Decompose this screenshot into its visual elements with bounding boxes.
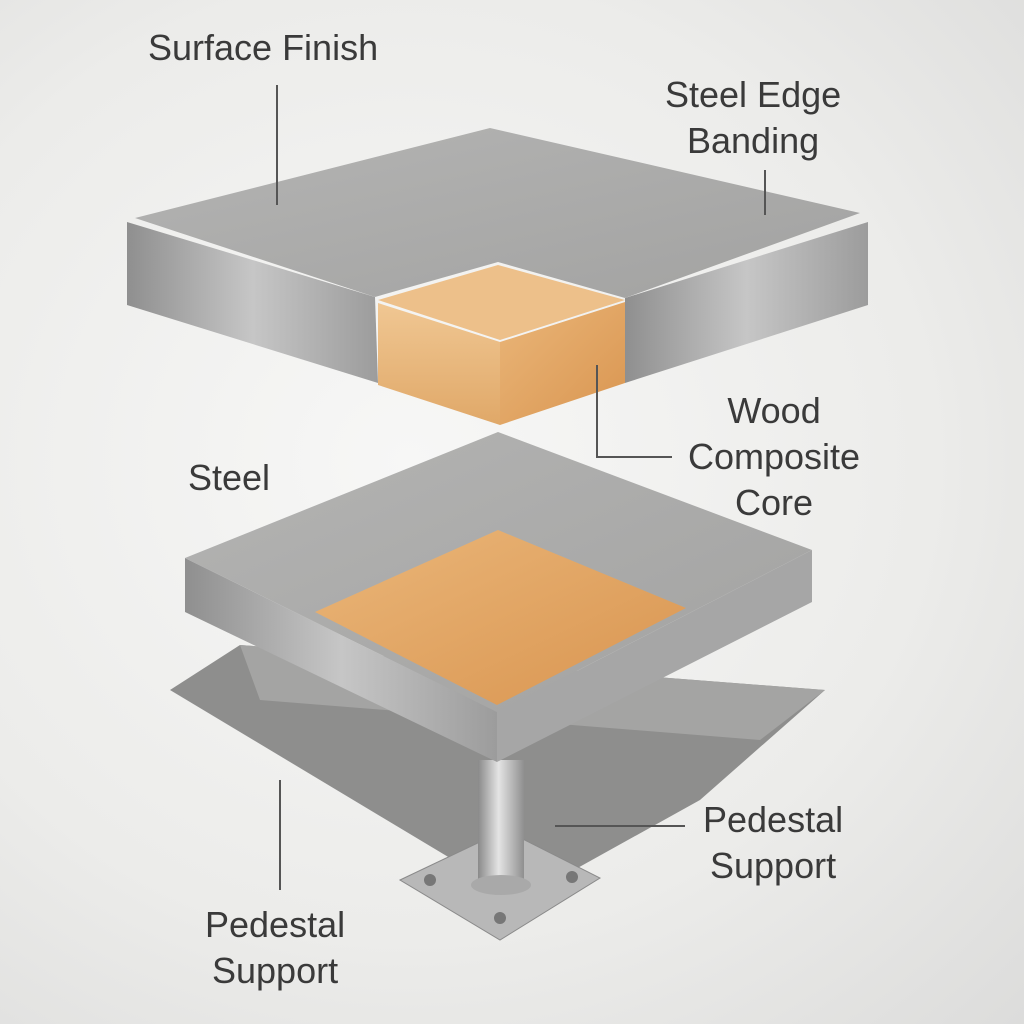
label-steel: Steel bbox=[188, 457, 271, 498]
label-line: Banding bbox=[687, 120, 820, 161]
label-line: Support bbox=[212, 950, 339, 991]
label-line: Steel Edge bbox=[665, 74, 842, 115]
wood-core-right-face bbox=[500, 302, 625, 425]
pedestal bbox=[398, 760, 602, 941]
wood-core-left-face bbox=[378, 303, 500, 425]
pedestal-column bbox=[478, 760, 524, 885]
bolt-hole bbox=[424, 874, 436, 886]
panel-left-edge bbox=[127, 222, 378, 383]
label-wood-composite-core: Wood Composite Core bbox=[688, 388, 860, 526]
label-line: Support bbox=[710, 845, 837, 886]
pedestal-column-base bbox=[471, 875, 531, 895]
tray-left-side bbox=[185, 558, 497, 762]
label-line: Core bbox=[735, 482, 814, 523]
label-steel-edge-banding: Steel Edge Banding bbox=[665, 72, 841, 164]
label-line: Pedestal bbox=[703, 799, 844, 840]
panel-surface bbox=[135, 128, 860, 298]
label-pedestal-support-right: Pedestal Support bbox=[703, 797, 843, 889]
label-surface-finish: Surface Finish bbox=[148, 27, 379, 68]
bolt-hole bbox=[566, 871, 578, 883]
panel-right-edge bbox=[625, 222, 868, 383]
label-line: Pedestal bbox=[205, 904, 346, 945]
label-line: Composite bbox=[688, 436, 861, 477]
leader-wood-core bbox=[596, 365, 672, 458]
tray-right-side bbox=[497, 550, 812, 762]
wood-core-top bbox=[378, 265, 625, 340]
top-panel bbox=[127, 128, 868, 425]
label-pedestal-support-left: Pedestal Support bbox=[205, 902, 345, 994]
label-line: Wood bbox=[727, 390, 821, 431]
bolt-hole bbox=[494, 912, 506, 924]
steel-tray bbox=[185, 432, 812, 762]
tray-wood-core bbox=[315, 530, 686, 705]
